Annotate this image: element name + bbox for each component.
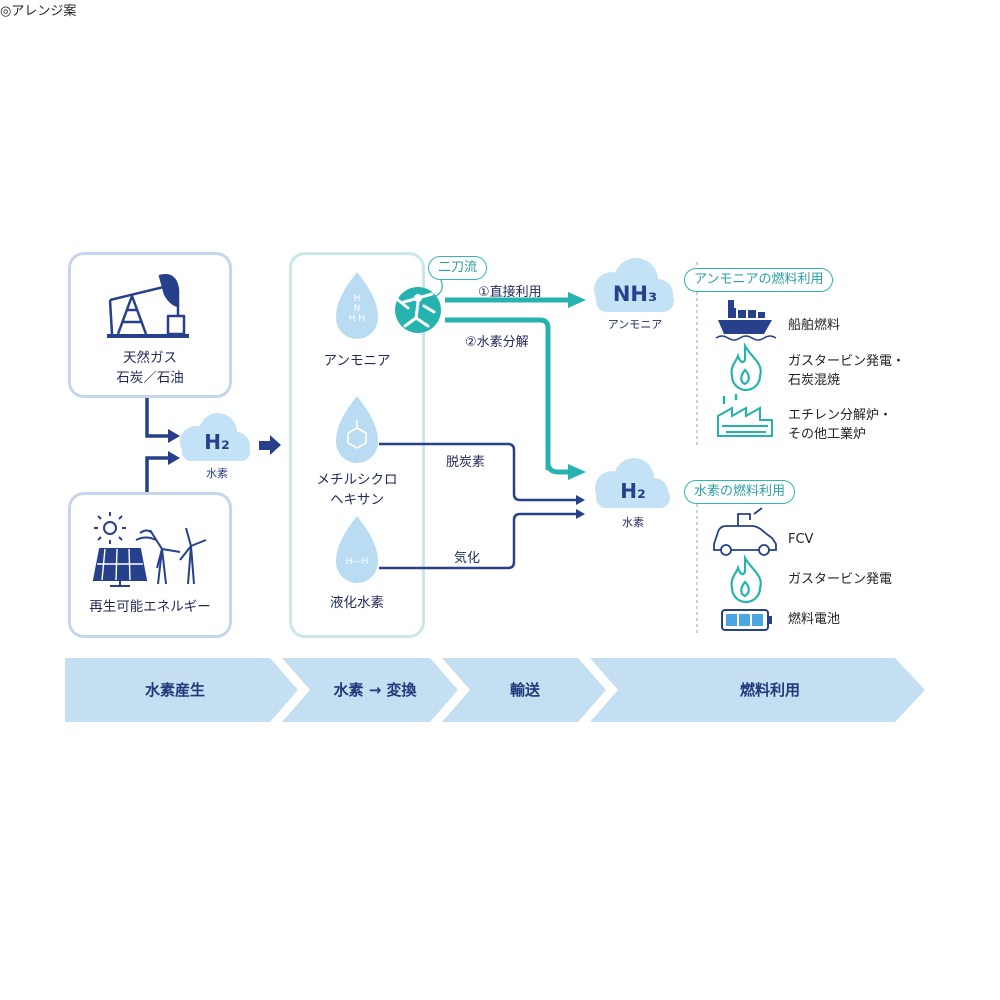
route-gasify-label: 気化 [454, 551, 481, 566]
mascot-icon [395, 287, 441, 333]
ammonia-drop-icon [336, 272, 378, 339]
nh3-label: アンモニア [607, 318, 663, 331]
battery-icon [721, 609, 772, 631]
nh3-formula: NH₃ [612, 282, 658, 306]
liquid-h2-label: 液化水素 [330, 595, 384, 611]
renewable-label: 再生可能エネルギー [89, 599, 211, 615]
route-dehydro-label: 脱炭素 [446, 455, 486, 470]
hydrogen-use-item: 燃料電池 [788, 612, 841, 627]
stage-conversion: 水素 → 変換 [333, 681, 417, 699]
flame-icon [730, 341, 762, 392]
stage-transport: 輸送 [509, 681, 540, 699]
mascot-pill: 二刀流 [428, 256, 488, 280]
mch-label: メチルシクロ ヘキサン [316, 472, 398, 508]
fcv-car-icon [713, 507, 777, 556]
stage-production: 水素産生 [144, 681, 205, 699]
ship-icon [715, 300, 777, 341]
ammonia-use-item: ガスタービン発電・ 石炭混焼 [788, 354, 906, 388]
h2-formula-right: H₂ [620, 479, 646, 503]
ammonia-use-title: アンモニアの燃料利用 [684, 268, 834, 292]
stage-band-shape [590, 658, 925, 722]
liquid-h2-drop-icon [336, 516, 378, 583]
ammonia-use-item: 船舶燃料 [788, 318, 841, 333]
h2-label-right: 水素 [622, 516, 644, 529]
flame-icon [730, 553, 762, 604]
nh3-cloud [594, 258, 674, 312]
h2-cloud-left [180, 413, 250, 461]
liquid-h2-glyph: H—H [345, 557, 369, 567]
ammonia-use-item: エチレン分解炉・ その他工業炉 [788, 408, 893, 442]
h2-cloud-right [595, 458, 670, 508]
route-direct-label: ①直接利用 [478, 285, 542, 300]
h2-formula-left: H₂ [204, 430, 230, 454]
mch-drop-icon [336, 396, 378, 463]
renewable-icons [92, 512, 207, 587]
hydrogen-use-item: ガスタービン発電 [788, 572, 893, 587]
arrange-note: ◎アレンジ案 [0, 4, 77, 19]
h2-label-left: 水素 [206, 467, 228, 480]
fossil-source-box [68, 252, 232, 398]
stage-band-shape [65, 658, 298, 722]
renewable-source-box [68, 492, 232, 638]
ammonia-label: アンモニア [323, 353, 391, 369]
route-split-label: ②水素分解 [465, 335, 529, 350]
hydrogen-use-title: 水素の燃料利用 [684, 480, 796, 504]
stage-band-shape [282, 658, 458, 722]
factory-icon [717, 394, 773, 437]
stage-band-shape [442, 658, 606, 722]
fossil-label: 天然ガス 石炭／石油 [116, 350, 184, 386]
pumpjack-icon [107, 274, 189, 338]
hydrogen-use-item: FCV [788, 532, 814, 547]
ammonia-glyph: H N H H [348, 294, 366, 324]
stage-fuel-use: 燃料利用 [739, 681, 800, 699]
